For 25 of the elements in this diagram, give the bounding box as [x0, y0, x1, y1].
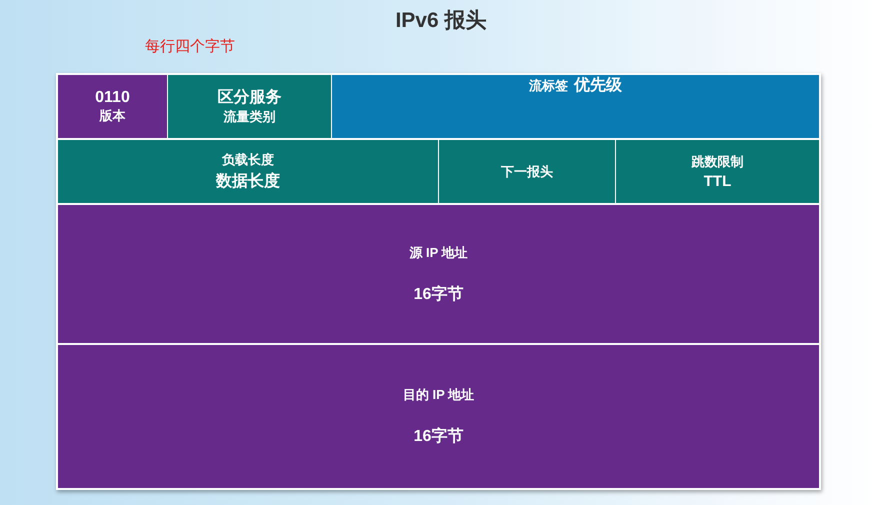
- field-name: 0110: [95, 88, 130, 106]
- header-field-cell: [58, 140, 438, 203]
- header-field-cell: [58, 345, 819, 488]
- header-field-cell: [439, 140, 615, 203]
- field-name: 目的 IP 地址: [402, 386, 474, 404]
- field-name: 流标签: [529, 77, 568, 95]
- field-name: 跳数限制: [692, 153, 744, 171]
- field-detail: 流量类别: [224, 108, 276, 126]
- field-name: 源 IP 地址: [409, 244, 468, 262]
- header-field-cell: [616, 140, 819, 203]
- field-detail: 数据长度: [216, 171, 280, 192]
- field-name: 负载长度: [222, 151, 274, 169]
- field-detail: 优先级: [574, 76, 622, 96]
- header-field-cell: [58, 205, 819, 343]
- field-detail: TTL: [704, 173, 732, 190]
- field-detail: 版本: [100, 106, 126, 124]
- field-name: 区分服务: [218, 88, 282, 108]
- header-field-cell: [332, 75, 819, 138]
- note-text: 每行四个字节: [145, 37, 235, 56]
- header-field-cell: [168, 75, 331, 138]
- field-name: 下一报头: [501, 162, 553, 180]
- field-detail: 16字节: [414, 284, 464, 304]
- header-field-cell: [58, 75, 167, 138]
- field-detail: 16字节: [414, 426, 464, 447]
- title: IPv6 报头: [394, 8, 488, 34]
